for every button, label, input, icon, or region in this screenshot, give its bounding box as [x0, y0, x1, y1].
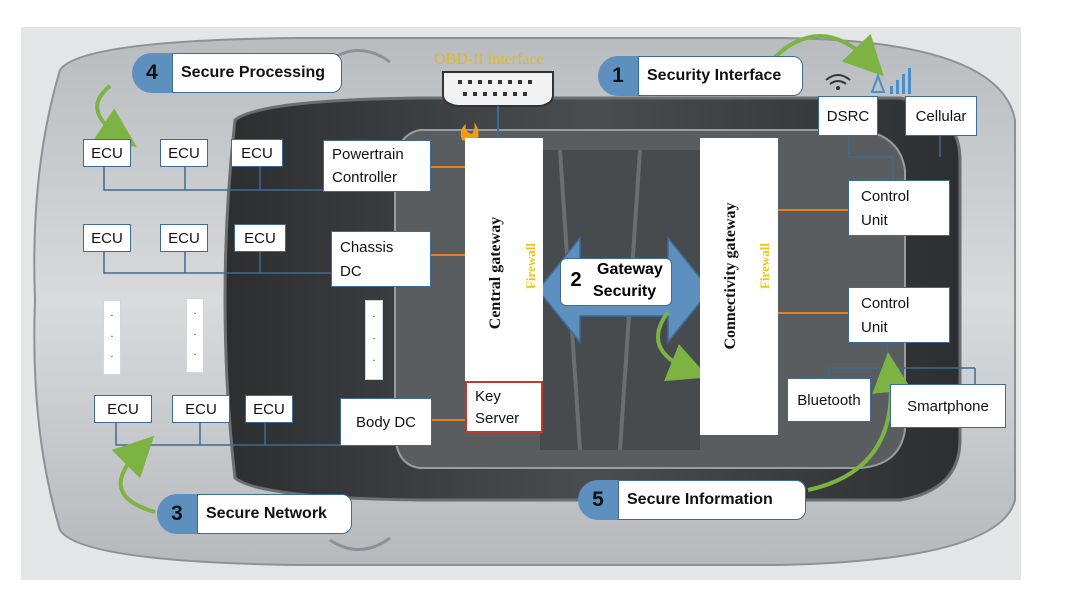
- central-gateway-box: [465, 138, 543, 383]
- pillar-5-number: 5: [578, 480, 618, 520]
- key-server-line1: Key: [475, 388, 501, 405]
- firewall-label-connectivity: Firewall: [757, 243, 772, 289]
- pillar-2-label-line2: Security: [593, 283, 657, 300]
- pillar-4-label: Secure Processing: [172, 53, 342, 93]
- control-unit-line2: Unit: [861, 319, 888, 336]
- key-server-box: Key Server: [465, 381, 543, 433]
- ecu-box: ECU: [245, 395, 293, 423]
- ellipsis-column: · · ·: [103, 300, 121, 375]
- key-server-line2: Server: [475, 410, 520, 427]
- ecu-box: ECU: [160, 224, 208, 252]
- dot: ·: [372, 356, 376, 367]
- body-dc-box: Body DC: [340, 398, 432, 446]
- pillar-2-label-line1: Gateway: [597, 261, 663, 278]
- powertrain-line2: Controller: [332, 169, 398, 186]
- chassis-dc-box: Chassis DC: [331, 231, 431, 287]
- chassis-line2: DC: [340, 263, 362, 280]
- dsrc-box: DSRC: [818, 96, 878, 136]
- ecu-box: ECU: [83, 224, 131, 252]
- pillar-3-label: Secure Network: [197, 494, 352, 534]
- dot: ·: [110, 352, 114, 364]
- dot: ·: [193, 308, 197, 320]
- dot: ·: [193, 329, 197, 341]
- pillar-5-label: Secure Information: [618, 480, 806, 520]
- powertrain-controller-box: Powertrain Controller: [323, 140, 431, 192]
- cellular-box: Cellular: [905, 96, 977, 136]
- control-unit-line2: Unit: [861, 212, 888, 229]
- control-unit-line1: Control: [861, 188, 910, 205]
- pillar-2-number: 2: [570, 269, 582, 291]
- control-unit-top-box: Control Unit: [848, 180, 950, 236]
- obd-connector-icon: [442, 71, 554, 107]
- smartphone-box: Smartphone: [890, 384, 1006, 428]
- connectivity-gateway-label: Connectivity gateway: [722, 202, 739, 350]
- cell-signal-icon: [870, 68, 911, 94]
- ecu-box: ECU: [231, 139, 283, 167]
- dot: ·: [372, 312, 376, 323]
- ecu-box: ECU: [160, 139, 208, 167]
- powertrain-line1: Powertrain: [332, 146, 404, 163]
- ecu-box: ECU: [172, 395, 230, 423]
- control-unit-line1: Control: [861, 295, 910, 312]
- dot: ·: [372, 334, 376, 345]
- dot: ·: [110, 310, 114, 322]
- pillar-3-secure-network: 3 Secure Network: [157, 494, 352, 534]
- control-unit-bottom-box: Control Unit: [848, 287, 950, 343]
- orange-links: [431, 166, 848, 421]
- firewall-label-central: Firewall: [523, 243, 538, 289]
- ellipsis-column: · · ·: [186, 298, 204, 373]
- pillar-5-secure-information: 5 Secure Information: [578, 480, 806, 520]
- central-gateway-label: Central gateway: [487, 216, 504, 330]
- pillar-1-security-interface: 1 Security Interface: [598, 56, 803, 96]
- wifi-icon: [825, 74, 851, 90]
- ecu-box: ECU: [234, 224, 286, 252]
- dot: ·: [193, 350, 197, 362]
- pillar-1-number: 1: [598, 56, 638, 96]
- ellipsis-column: · · ·: [365, 300, 383, 380]
- chassis-line1: Chassis: [340, 239, 394, 256]
- dot: ·: [110, 331, 114, 343]
- pillar-2-gateway-security: 2 Gateway Security: [560, 258, 672, 306]
- pillar-4-number: 4: [132, 53, 172, 93]
- pillar-3-number: 3: [157, 494, 197, 534]
- connectivity-gateway-box: [700, 138, 778, 435]
- obd-label: OBD-II interface: [434, 51, 544, 68]
- ecu-box: ECU: [83, 139, 131, 167]
- pillar-4-secure-processing: 4 Secure Processing: [132, 53, 342, 93]
- bluetooth-box: Bluetooth: [787, 378, 871, 422]
- ecu-box: ECU: [94, 395, 152, 423]
- pillar-1-label: Security Interface: [638, 56, 803, 96]
